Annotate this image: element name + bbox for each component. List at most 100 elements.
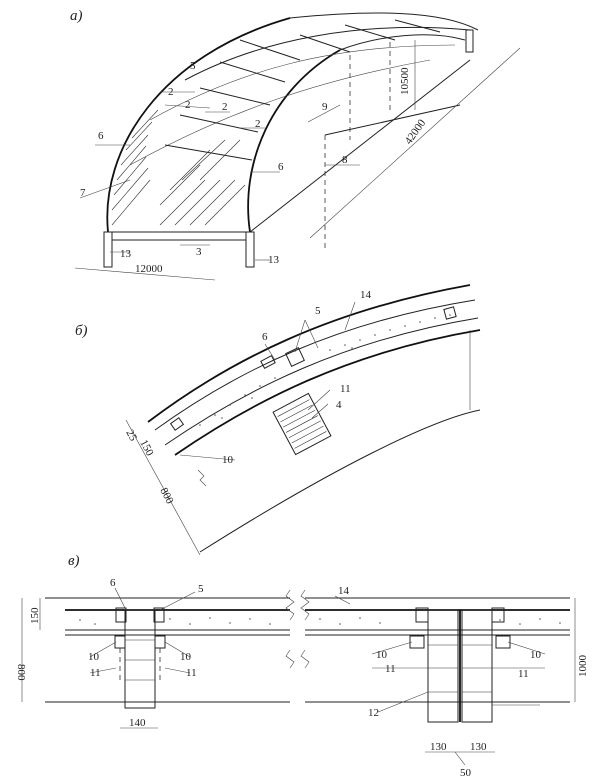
- dim-130b: 130: [470, 741, 487, 753]
- break-mark-low-left: [285, 649, 295, 669]
- label-14: 14: [360, 289, 372, 301]
- batten-3: [443, 306, 457, 320]
- break-mark-mid-left: [285, 589, 295, 621]
- leaders-a: [79, 91, 360, 261]
- right-block-b: [495, 635, 511, 649]
- post-back: [465, 29, 474, 53]
- label-11: 11: [340, 383, 351, 395]
- dim-150: 150: [137, 438, 156, 459]
- post-left: [103, 231, 113, 268]
- gable-hatching: [111, 109, 246, 226]
- front-arch-inner: [247, 49, 341, 233]
- panel-label-b: б): [75, 323, 88, 339]
- panel-label-a: а): [70, 8, 83, 24]
- label-12: 12: [368, 707, 379, 719]
- label-5: 5: [190, 60, 196, 72]
- label-10d: 10: [530, 649, 542, 661]
- label-11c: 11: [385, 663, 396, 675]
- leaders-c: [89, 587, 546, 713]
- back-arch-inner: [339, 34, 466, 51]
- break-mark-mid-right: [300, 589, 310, 621]
- label-11d: 11: [518, 668, 529, 680]
- dim-25: 25: [123, 428, 139, 444]
- label-6: 6: [110, 577, 116, 589]
- roof-outer: [147, 284, 471, 423]
- ribs: [164, 19, 441, 161]
- label-10a: 10: [88, 651, 100, 663]
- left-block-b: [154, 635, 166, 649]
- roof-inner: [174, 329, 481, 456]
- right-block-a: [409, 635, 425, 649]
- label-6b: 6: [278, 161, 284, 173]
- dim-800: 800: [15, 664, 27, 681]
- label-10: 10: [222, 454, 234, 466]
- label-7: 7: [80, 187, 86, 199]
- label-2d: 2: [255, 118, 261, 130]
- break-line-left: [197, 469, 207, 487]
- right-batten-a: [415, 607, 429, 623]
- label-11a: 11: [90, 667, 101, 679]
- right-rib-hatch: [428, 644, 492, 693]
- label-2a: 2: [168, 86, 174, 98]
- label-13a: 13: [120, 248, 132, 260]
- dim-line-left: [125, 419, 201, 556]
- insulation-fill-b: [199, 314, 451, 426]
- dim-10500: 10500: [399, 67, 411, 95]
- view-c: в): [15, 553, 589, 779]
- left-batten-b: [153, 607, 165, 623]
- label-2c: 2: [222, 101, 228, 113]
- dim-leader-50: [454, 751, 466, 766]
- label-5: 5: [198, 583, 204, 595]
- left-batten-a: [115, 607, 127, 623]
- batten-1: [169, 417, 185, 431]
- label-2b: 2: [185, 99, 191, 111]
- label-3: 3: [196, 246, 202, 258]
- arch-inner-curve: [199, 409, 481, 553]
- batten-2: [260, 354, 276, 370]
- right-rib-b: [461, 609, 493, 723]
- left-bolts: [119, 648, 161, 680]
- panel-label-v: в): [68, 553, 80, 569]
- break-mark-low-right: [300, 649, 310, 669]
- post-right: [245, 231, 255, 268]
- ridge-line-2: [149, 44, 456, 121]
- roof-layer-2: [154, 299, 476, 431]
- dim-42000: 42000: [403, 117, 429, 147]
- ridge-line-3: [129, 59, 431, 166]
- label-10b: 10: [180, 651, 192, 663]
- label-6a: 6: [98, 130, 104, 142]
- dim-130a: 130: [430, 741, 447, 753]
- roof-layer-3: [164, 317, 479, 446]
- right-rib-a: [427, 609, 459, 723]
- dim-12000: 12000: [135, 263, 163, 275]
- label-14: 14: [338, 585, 350, 597]
- label-8: 8: [342, 154, 348, 166]
- left-rib-hatch: [125, 639, 155, 681]
- view-b: б): [75, 284, 481, 556]
- label-9: 9: [322, 101, 328, 113]
- label-11b: 11: [186, 667, 197, 679]
- gusset-plate-hatch: [277, 399, 327, 449]
- label-10c: 10: [376, 649, 388, 661]
- back-arch-outer: [289, 12, 479, 31]
- insulation-fill-c: [79, 617, 561, 625]
- label-4: 4: [336, 399, 342, 411]
- dim-line-12000: [74, 267, 216, 281]
- joint-block: [285, 347, 305, 367]
- gusset-plate: [272, 392, 332, 456]
- left-rib: [124, 609, 156, 709]
- leaders-b: [179, 301, 356, 461]
- dim-1000: 1000: [577, 655, 589, 678]
- dim-50: 50: [460, 767, 472, 779]
- right-batten-b: [491, 607, 505, 623]
- label-5: 5: [315, 305, 321, 317]
- label-6: 6: [262, 331, 268, 343]
- front-arch-outer: [106, 17, 291, 233]
- view-a: а): [70, 8, 521, 281]
- dim-150: 150: [29, 607, 41, 624]
- ridge-line-1: [184, 26, 471, 81]
- dim-140: 140: [129, 717, 146, 729]
- left-block-a: [114, 635, 126, 649]
- dim-800: 800: [157, 486, 176, 507]
